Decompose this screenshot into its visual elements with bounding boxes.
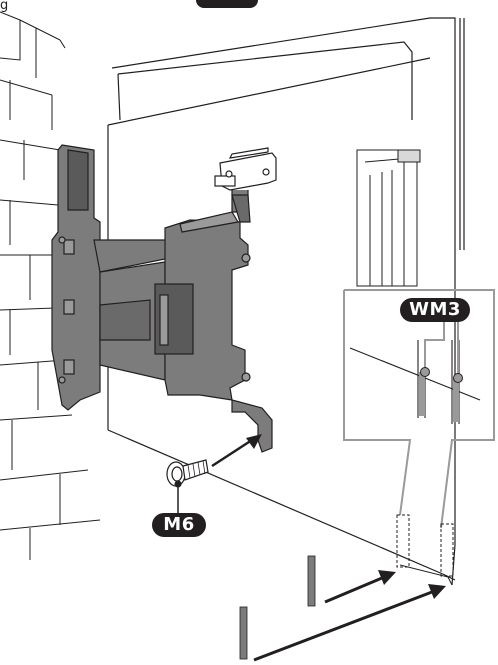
wall-plate-bracket [51, 144, 101, 411]
wm3-dot-left [420, 367, 430, 377]
swing-arm [93, 194, 273, 453]
m6-screw [166, 459, 209, 487]
tv-bottom-edge [399, 564, 453, 586]
wm3-dot-right [453, 373, 463, 383]
spacer-bar-long [239, 606, 248, 660]
spacer-arrow-lower [253, 584, 446, 662]
m6-badge: M6 [152, 513, 206, 537]
brick-wall [0, 11, 101, 560]
wm3-badge: WM3 [400, 298, 470, 322]
tv-side-slots [356, 149, 421, 287]
spacer-arrow-upper [324, 570, 396, 604]
caption-pill [196, 0, 258, 8]
caption-prefix: g [0, 0, 9, 13]
wm3-leaders [424, 320, 459, 378]
top-caption: g [0, 0, 498, 14]
tv-back [107, 17, 465, 586]
wm3-callout-box [343, 289, 495, 529]
screw-arrow [211, 434, 262, 468]
dashed-slots [396, 514, 454, 577]
spacer-bar-short [307, 555, 316, 607]
